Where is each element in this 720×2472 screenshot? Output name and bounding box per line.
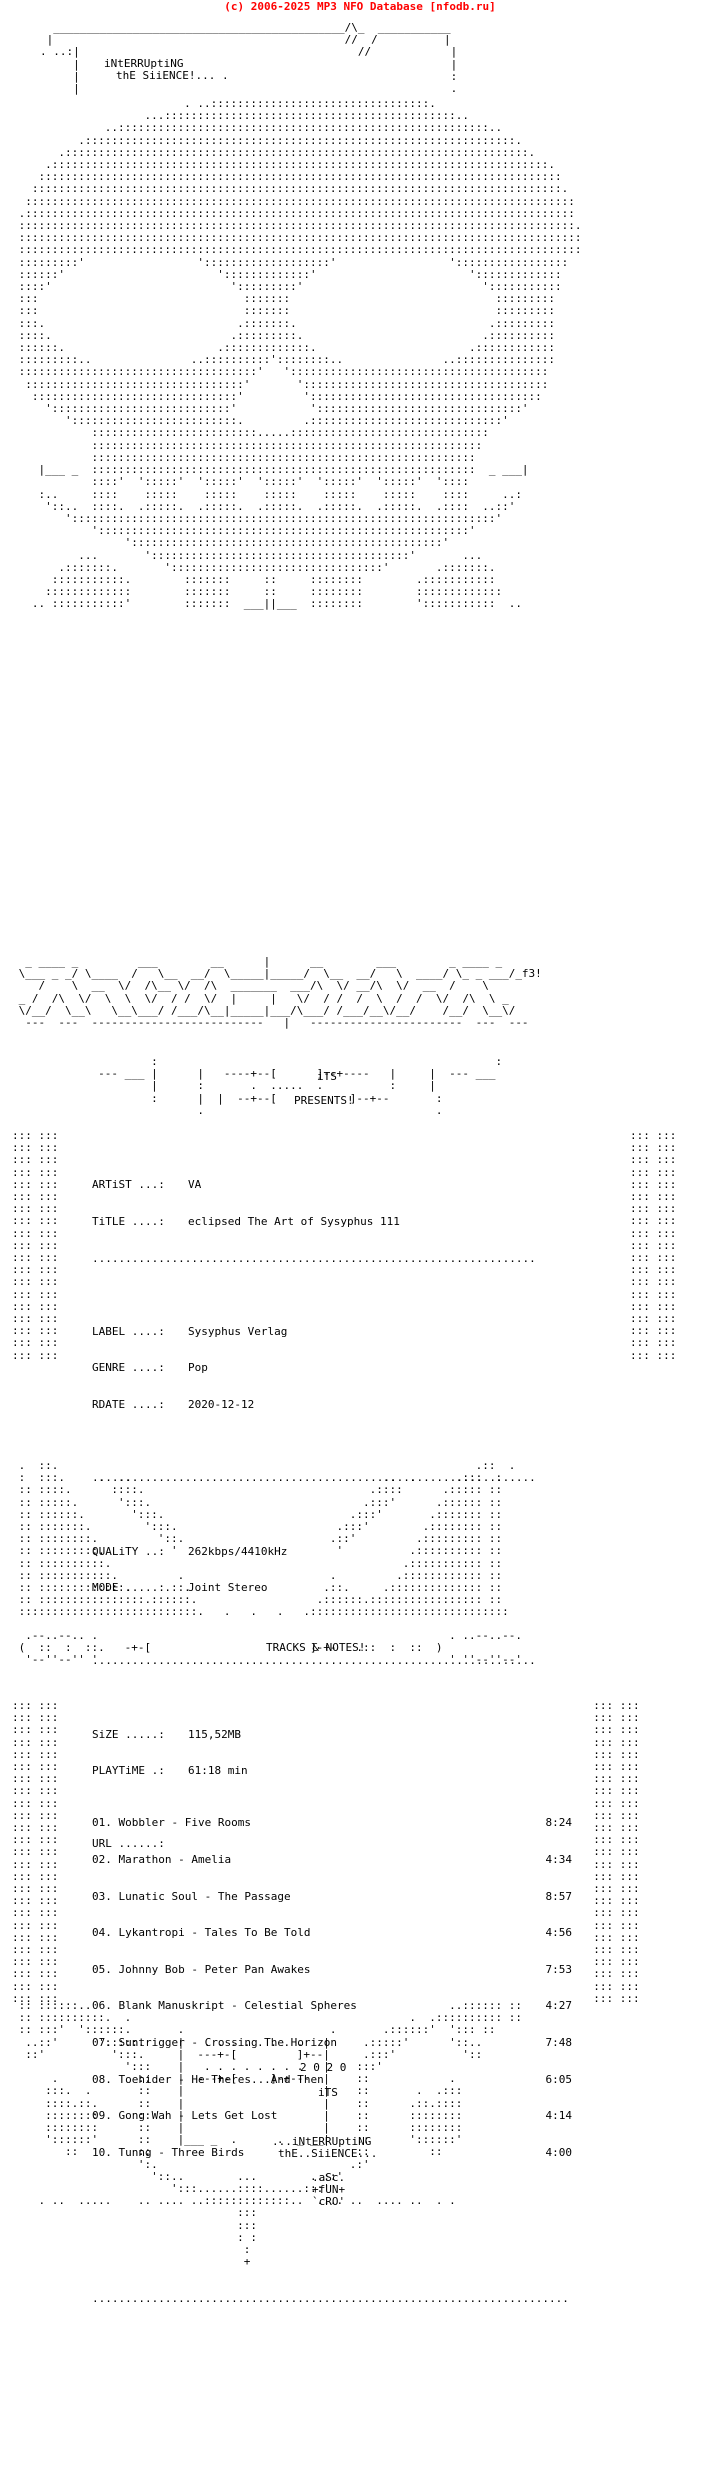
site-header: (c) 2006-2025 MP3 NFO Database [nfodb.ru… — [224, 0, 496, 13]
skull-art: . ..:::::::::::::::::::::::::::::::::. .… — [18, 97, 582, 611]
size-value: 115,52MB — [188, 1727, 241, 1741]
artist-key: ARTiST ...: — [92, 1178, 165, 1192]
label-key: LABEL ....: — [92, 1324, 165, 1338]
artist-value: VA — [188, 1178, 202, 1192]
title-value: eclipsed The Art of Sysyphus 111 — [188, 1215, 400, 1229]
info-frame-left: ::: ::: ::: ::: ::: ::: ::: ::: ::: ::: … — [12, 1129, 59, 1362]
tracks-frame-left: ::: ::: ::: ::: ::: ::: ::: ::: ::: ::: … — [12, 1699, 59, 2005]
rdate-value: 2020-12-12 — [188, 1398, 255, 1412]
presents-label: PRESENTS! — [294, 1094, 354, 1107]
footer-year: 2 0 2 0 — [300, 2061, 347, 2074]
tracks-frame-right: ::: ::: ::: ::: ::: ::: ::: ::: ::: ::: … — [593, 1699, 640, 2005]
presents-tag: iTS — [317, 1070, 337, 1083]
footer-sig1: .aSc. — [312, 2171, 346, 2184]
genre-key: GENRE ....: — [92, 1361, 165, 1375]
playtime-value: 61:18 min — [188, 1764, 248, 1778]
tracks-header: TRACKS & NOTES! — [266, 1641, 366, 1654]
rdate-key: RDATE ....: — [92, 1398, 165, 1412]
url-key: URL ......: — [92, 1837, 165, 1851]
label-value: Sysyphus Verlag — [188, 1324, 288, 1338]
title-key: TiTLE ....: — [92, 1215, 165, 1229]
footer-art: :: ::::::.. ..:::::: :: :: ::::::::::. .… — [18, 1999, 522, 2269]
presents-frame: : : --- ___ | | ----+--[ ]--+---- | | --… — [98, 1055, 503, 1117]
separator: ........................................… — [92, 1654, 536, 1668]
separator: ........................................… — [92, 1251, 536, 1265]
footer-sig3: `cRO' — [312, 2195, 346, 2208]
footer-tag: iTS — [318, 2086, 338, 2099]
mode-key: MODE .....: — [92, 1581, 165, 1595]
info-block: ARTiST ...: VA TiTLE ....: eclipsed The Ar… — [92, 1155, 536, 1863]
separator: ........................................… — [92, 1471, 536, 1485]
list-item: 06. Blank Manuskript - Celestial Spheres… — [92, 1999, 572, 2013]
info-frame-right: ::: ::: ::: ::: ::: ::: ::: ::: ::: ::: … — [630, 1129, 677, 1362]
quality-key: QUALiTY ..: — [92, 1544, 165, 1558]
footer-sig2: +fUN+ — [312, 2183, 346, 2196]
mode-value: Joint Stereo — [188, 1581, 268, 1595]
tracks-header-frame: .--..--.. . . ..--..--. ( :: : ::. -+-[ … — [18, 1629, 522, 1667]
logo-art: _ ____ _ ___ __ | __ ___ _ ____ _ \___ _… — [18, 955, 542, 1030]
banner-frame: ________________________________________… — [40, 21, 458, 96]
quality-value: 262kbps/4410kHz — [188, 1544, 288, 1558]
divider-art: . ::. .:: . : :::. . .. .. . .::: : :: :… — [18, 1459, 516, 1619]
footer-line1: ...iNtERRUptiNG — [272, 2135, 372, 2148]
genre-value: Pop — [188, 1361, 208, 1375]
footer-line2: thE..SiiENCE... — [278, 2147, 378, 2160]
playtime-key: PLAYTiME .: — [92, 1764, 165, 1778]
banner-line2: thE SiiENCE!... . — [116, 69, 229, 82]
size-key: SiZE .....: — [92, 1727, 165, 1741]
banner-line1: iNtERRUptiNG — [104, 57, 184, 70]
separator: ........................................… — [92, 2292, 569, 2306]
